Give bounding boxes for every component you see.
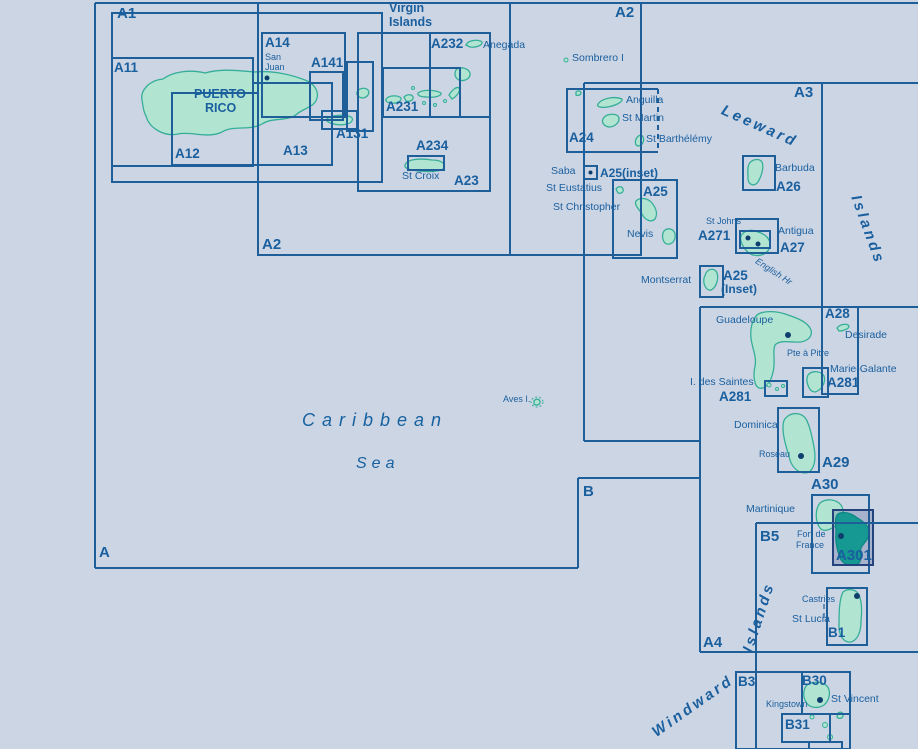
martinique-main-island xyxy=(834,511,870,566)
antigua-island xyxy=(740,229,771,257)
box-a25-inset xyxy=(699,265,724,298)
st-kitts-island xyxy=(634,197,658,222)
st-barthelemy-island xyxy=(634,134,645,147)
st-eustatius-island xyxy=(615,186,624,194)
cay-2 xyxy=(433,103,437,107)
box-a141 xyxy=(309,71,344,121)
box-a12 xyxy=(171,92,259,166)
san-juan-dot xyxy=(264,75,270,81)
dog-island-island xyxy=(575,90,582,97)
pte-a-pitre-dot xyxy=(785,332,791,338)
castries-dot xyxy=(854,593,860,599)
aves-dashed-ring xyxy=(530,396,544,408)
roseau-dot xyxy=(798,453,804,459)
st-johns-dot xyxy=(745,235,751,241)
saintes-islet-2 xyxy=(775,387,779,391)
virgin-gorda-island xyxy=(448,86,461,100)
box-a131 xyxy=(346,61,374,132)
english-harbour-dot xyxy=(755,241,761,247)
box-a234 xyxy=(407,155,445,171)
box-a281-marie-galante xyxy=(802,367,829,398)
box-a13 xyxy=(252,82,333,166)
anguilla-island xyxy=(596,97,623,109)
guadeloupe-island xyxy=(750,310,812,389)
box-a26 xyxy=(742,155,776,191)
box-a271 xyxy=(739,230,771,249)
saba-marker-dot xyxy=(588,170,593,175)
kingstown-dot xyxy=(817,697,823,703)
puerto-rico-island xyxy=(141,69,319,136)
sombrero-islet xyxy=(563,57,569,63)
saintes-islet-1 xyxy=(766,382,772,388)
box-a281-saintes xyxy=(764,380,788,397)
st-thomas-island xyxy=(385,95,402,104)
cay-1 xyxy=(422,101,426,105)
saintes-islet-3 xyxy=(781,384,785,388)
box-a24 xyxy=(566,88,658,153)
st-vincent-island xyxy=(803,681,831,709)
dominica-island xyxy=(782,412,816,474)
fort-de-france-dot xyxy=(838,533,844,539)
box-a14 xyxy=(261,32,346,118)
box-a30 xyxy=(811,494,870,574)
box-b1 xyxy=(826,587,868,646)
montserrat-island xyxy=(703,268,719,291)
virgin-gorda-north-island xyxy=(454,67,471,82)
nevis-island xyxy=(661,228,676,245)
grenadine-islet-4 xyxy=(809,714,815,720)
st-john-island xyxy=(403,94,414,102)
st-martin-island xyxy=(601,113,620,128)
box-a25 xyxy=(612,179,678,259)
cay-3 xyxy=(443,99,447,103)
grenadine-islet-2 xyxy=(822,722,828,728)
anegada-island xyxy=(465,39,483,48)
box-b32-clipped xyxy=(808,741,843,749)
barbuda-island xyxy=(747,158,764,186)
box-b31 xyxy=(781,713,831,743)
cay-4 xyxy=(411,86,415,90)
box-a27 xyxy=(735,218,779,254)
desirade-island xyxy=(836,323,850,332)
box-a29 xyxy=(777,407,820,473)
aves-island-island xyxy=(533,398,541,406)
box-a231 xyxy=(382,67,461,118)
